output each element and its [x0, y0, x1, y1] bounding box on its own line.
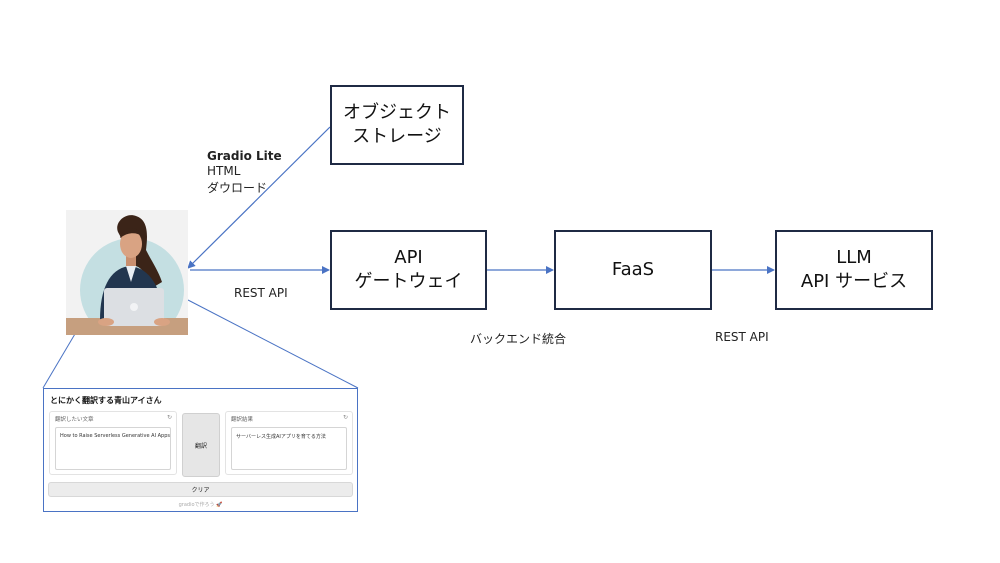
gradio-lite-label: Gradio Lite — [207, 149, 282, 163]
node-line-2: ストレージ — [352, 126, 442, 147]
input-textarea[interactable]: How to Raise Serverless Generative AI Ap… — [55, 427, 171, 470]
html-label: HTML — [207, 164, 241, 178]
output-label: 翻訳結果 — [231, 417, 254, 423]
download-label: ダウロード — [207, 181, 268, 195]
refresh-icon[interactable]: ↻ — [342, 414, 348, 421]
object-storage-node: オブジェクト ストレージ — [330, 85, 464, 165]
node-line-1: FaaS — [611, 259, 655, 280]
rest-api-label-right: REST API — [715, 330, 769, 344]
user-avatar — [66, 210, 188, 335]
arrow-storage-to-user — [187, 126, 331, 269]
output-textarea[interactable]: サーバーレス生成AIアプリを育てる方法 — [231, 427, 347, 470]
refresh-icon[interactable]: ↻ — [166, 414, 172, 421]
input-label: 翻訳したい文章 — [55, 417, 94, 423]
output-panel: 翻訳結果 ↻ サーバーレス生成AIアプリを育てる方法 — [225, 411, 353, 475]
node-line-2: ゲートウェイ — [354, 271, 463, 292]
node-line-2: API サービス — [800, 271, 908, 292]
zoom-line-right — [187, 299, 359, 389]
llm-service-node: LLM API サービス — [775, 230, 933, 310]
translate-button[interactable]: 翻訳 — [182, 413, 220, 477]
backend-integration-label: バックエンド統合 — [470, 332, 567, 346]
input-panel: 翻訳したい文章 ↻ How to Raise Serverless Genera… — [49, 411, 177, 475]
businesswoman-illustration — [66, 215, 188, 335]
app-footer: gradioで作ろう 🚀 — [178, 502, 223, 508]
api-gateway-node: API ゲートウェイ — [330, 230, 487, 310]
input-text: How to Raise Serverless Generative AI Ap… — [60, 433, 171, 439]
node-line-1: LLM — [836, 247, 872, 268]
node-line-1: API — [394, 247, 423, 268]
gradio-app-preview: とにかく翻訳する青山アイさん 翻訳したい文章 ↻ How to Raise Se… — [43, 388, 358, 512]
faas-node: FaaS — [554, 230, 712, 310]
rest-api-label-left: REST API — [234, 286, 288, 300]
clear-button[interactable]: クリア — [48, 482, 353, 497]
app-title: とにかく翻訳する青山アイさん — [50, 396, 162, 405]
node-line-1: オブジェクト — [343, 102, 451, 123]
output-text: サーバーレス生成AIアプリを育てる方法 — [236, 434, 326, 440]
